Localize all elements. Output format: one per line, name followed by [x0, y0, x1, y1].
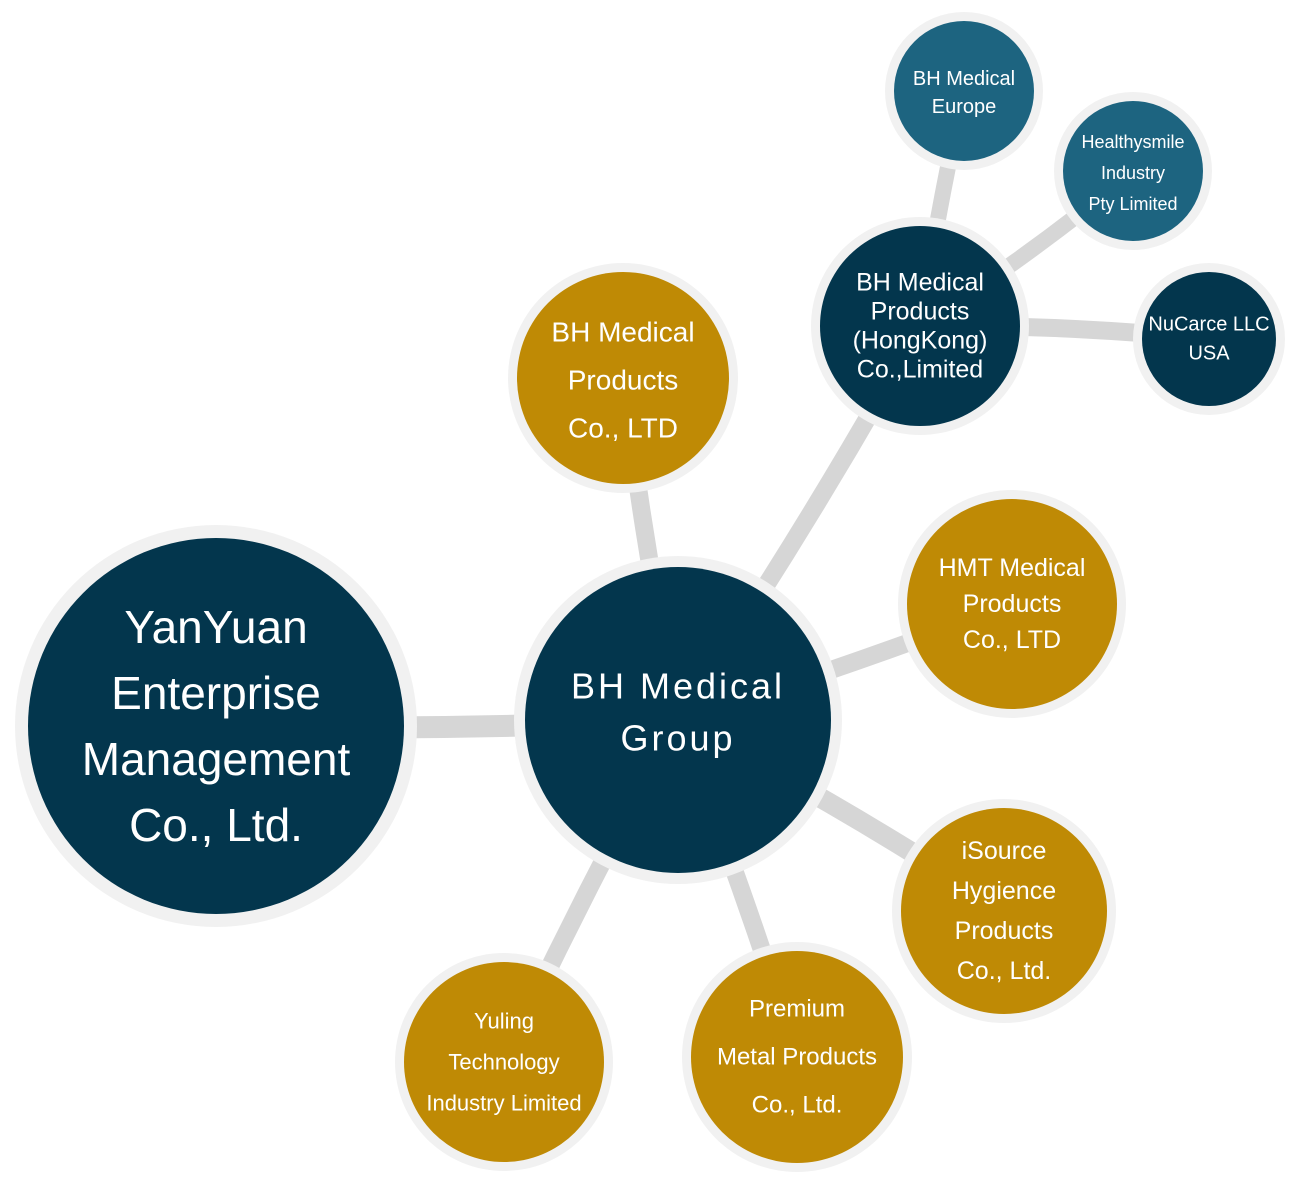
node-label-line: Co., Ltd.: [752, 1092, 843, 1119]
node-label-line: Products: [955, 917, 1054, 945]
node-nucarce: NuCarce LLC USA: [1133, 263, 1285, 415]
node-label-line: Pty Limited: [1088, 194, 1177, 214]
node-label-line: Hygience: [952, 877, 1056, 905]
node-circle: [1063, 101, 1203, 241]
node-label-line: Healthysmile: [1081, 132, 1184, 152]
node-label-line: Enterprise: [111, 667, 321, 719]
node-label-line: iSource: [962, 837, 1047, 865]
node-circle: [691, 951, 903, 1163]
node-label-line: Management: [82, 733, 351, 785]
node-label-line: Industry Limited: [426, 1091, 581, 1116]
node-label-line: BH Medical: [913, 68, 1015, 90]
node-circle: [28, 538, 404, 914]
node-circle: [907, 499, 1117, 709]
node-circle: [525, 567, 831, 873]
node-label-line: Yuling: [474, 1009, 534, 1034]
node-label-line: Co., LTD: [963, 626, 1061, 654]
node-label-line: Group: [620, 718, 735, 759]
node-circle: [404, 962, 604, 1162]
node-label-line: Europe: [932, 96, 997, 118]
node-label-line: BH Medical: [856, 269, 984, 297]
node-label-line: Co.,Limited: [857, 356, 983, 384]
node-label-line: (HongKong): [853, 327, 988, 355]
node-label-line: HMT Medical: [939, 554, 1086, 582]
node-label-line: Co., Ltd.: [129, 799, 303, 851]
node-label-line: Products: [871, 298, 970, 326]
node-label-line: BH Medical: [551, 317, 694, 348]
node-label-line: BH Medical: [571, 666, 785, 707]
node-circle: [894, 21, 1034, 161]
node-label-line: Products: [568, 365, 679, 396]
node-label-line: NuCarce LLC: [1148, 314, 1269, 336]
node-label-line: Metal Products: [717, 1044, 877, 1071]
node-circle: [1142, 272, 1276, 406]
node-label-line: Products: [963, 590, 1062, 618]
node-circle: [820, 226, 1020, 426]
node-label-line: USA: [1188, 343, 1230, 365]
node-label-line: Premium: [749, 996, 845, 1023]
node-label-line: Co., Ltd.: [957, 957, 1052, 985]
node-label-line: Industry: [1101, 163, 1165, 183]
node-circle: [517, 272, 729, 484]
node-label-line: Co., LTD: [568, 413, 678, 444]
node-label-line: Technology: [448, 1050, 559, 1075]
node-circle: [901, 808, 1107, 1014]
node-label-line: YanYuan: [124, 601, 307, 653]
